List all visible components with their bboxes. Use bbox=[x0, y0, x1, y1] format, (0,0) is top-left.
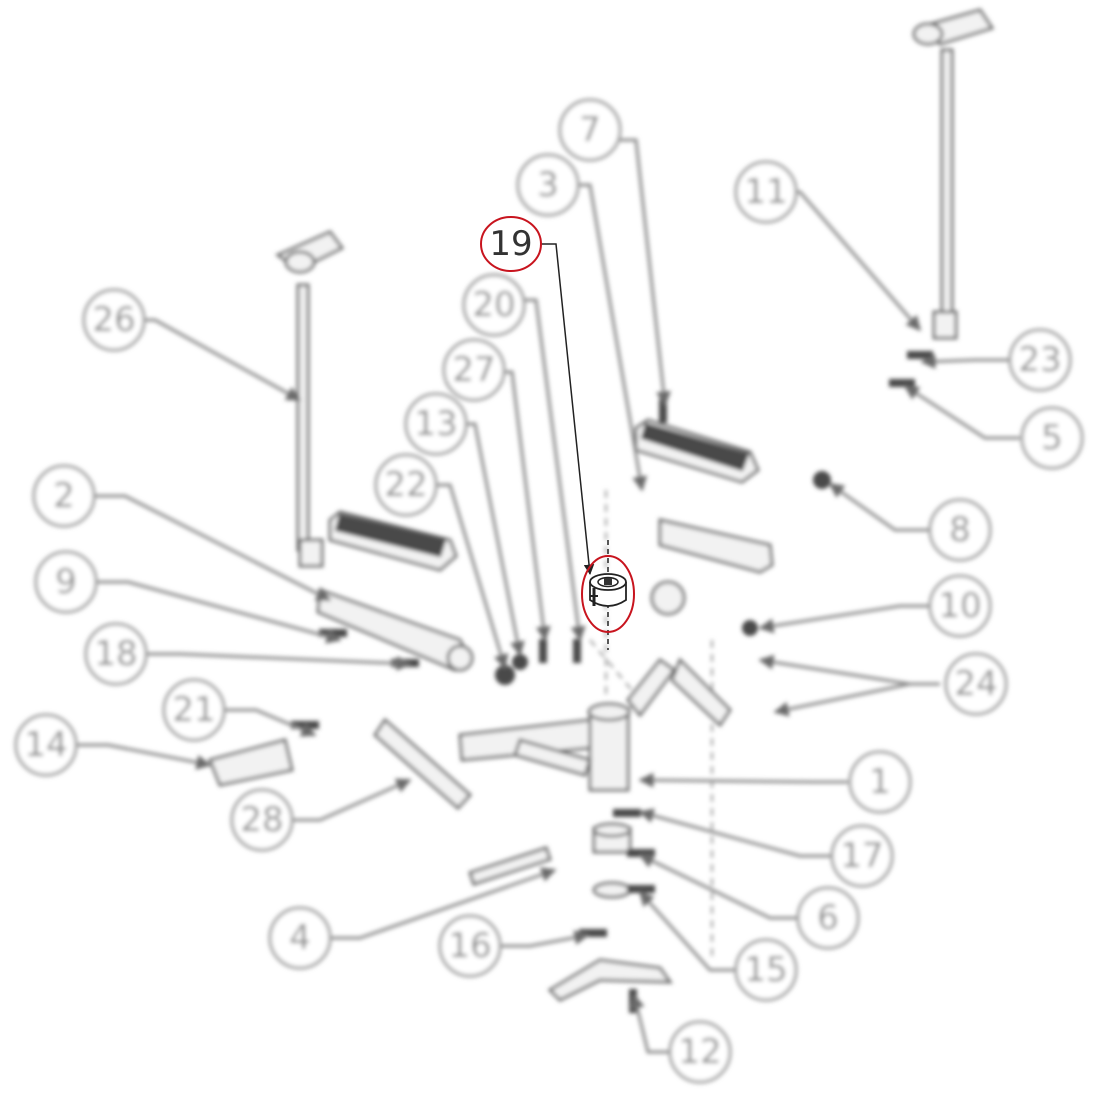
callout-label: 10 bbox=[938, 586, 981, 626]
callout-5: 5 bbox=[1020, 406, 1084, 470]
callout-label: 17 bbox=[840, 836, 883, 876]
callout-label: 7 bbox=[579, 110, 601, 150]
main-column bbox=[458, 657, 677, 792]
callout-label: 4 bbox=[289, 918, 311, 958]
callout-10: 10 bbox=[928, 574, 992, 638]
left-handle-post bbox=[275, 230, 345, 568]
callout-14: 14 bbox=[14, 713, 78, 777]
part-19-collar bbox=[589, 573, 627, 607]
callout-16: 16 bbox=[438, 914, 502, 978]
callout-label: 27 bbox=[452, 350, 495, 390]
callout-20: 20 bbox=[462, 273, 526, 337]
left-pedal bbox=[316, 510, 474, 672]
callout-3: 3 bbox=[516, 153, 580, 217]
callout-19[interactable]: 19 bbox=[480, 216, 542, 272]
callout-4: 4 bbox=[268, 906, 332, 970]
callout-27: 27 bbox=[442, 338, 506, 402]
callout-17: 17 bbox=[830, 824, 894, 888]
callout-label: 23 bbox=[1018, 340, 1061, 380]
callout-label: 22 bbox=[384, 465, 427, 505]
highlighted-part-19[interactable]: 19 bbox=[480, 216, 635, 650]
callout-label: 13 bbox=[414, 404, 457, 444]
callout-8: 8 bbox=[928, 498, 992, 562]
right-pedal bbox=[634, 418, 774, 728]
callout-9: 9 bbox=[34, 550, 98, 614]
callout-18: 18 bbox=[84, 622, 148, 686]
callout-1: 1 bbox=[848, 750, 912, 814]
callout-label: 1 bbox=[869, 762, 891, 802]
callout-15: 15 bbox=[734, 938, 798, 1002]
callout-label: 16 bbox=[448, 926, 491, 966]
callout-6: 6 bbox=[796, 886, 860, 950]
stepper-assembly-drawing: 7 3 20 27 13 22 26 2 bbox=[14, 8, 1084, 1084]
callout-label: 3 bbox=[537, 165, 559, 205]
callout-label: 26 bbox=[92, 300, 135, 340]
base-parts bbox=[468, 822, 673, 1002]
leader-lines bbox=[72, 138, 1020, 1054]
callout-26: 26 bbox=[82, 288, 146, 352]
callout-23: 23 bbox=[1008, 328, 1072, 392]
callout-11: 11 bbox=[734, 160, 798, 224]
callout-label: 21 bbox=[172, 690, 215, 730]
callout-label: 8 bbox=[949, 510, 971, 550]
callout-22: 22 bbox=[374, 453, 438, 517]
callout-label: 9 bbox=[55, 562, 77, 602]
callout-label: 11 bbox=[744, 172, 787, 212]
callout-2: 2 bbox=[32, 464, 96, 528]
callout-label: 5 bbox=[1041, 418, 1063, 458]
callout-label: 24 bbox=[954, 664, 997, 704]
callout-label: 19 bbox=[489, 224, 532, 264]
left-cylinder bbox=[207, 717, 473, 811]
callout-label: 6 bbox=[817, 898, 839, 938]
callout-label: 28 bbox=[240, 800, 283, 840]
part-19-highlight-ellipse bbox=[581, 555, 635, 633]
callout-label: 12 bbox=[678, 1032, 721, 1072]
callout-label: 14 bbox=[24, 725, 67, 765]
callout-28: 28 bbox=[230, 788, 294, 852]
callout-label: 2 bbox=[53, 476, 75, 516]
callout-label: 15 bbox=[744, 950, 787, 990]
callout-12: 12 bbox=[668, 1020, 732, 1084]
callout-label: 18 bbox=[94, 634, 137, 674]
callout-label: 20 bbox=[472, 285, 515, 325]
callout-21: 21 bbox=[162, 678, 226, 742]
callout-7: 7 bbox=[558, 98, 622, 162]
callout-13: 13 bbox=[404, 392, 468, 456]
right-handle-post bbox=[912, 8, 995, 340]
callout-24: 24 bbox=[944, 652, 1008, 716]
